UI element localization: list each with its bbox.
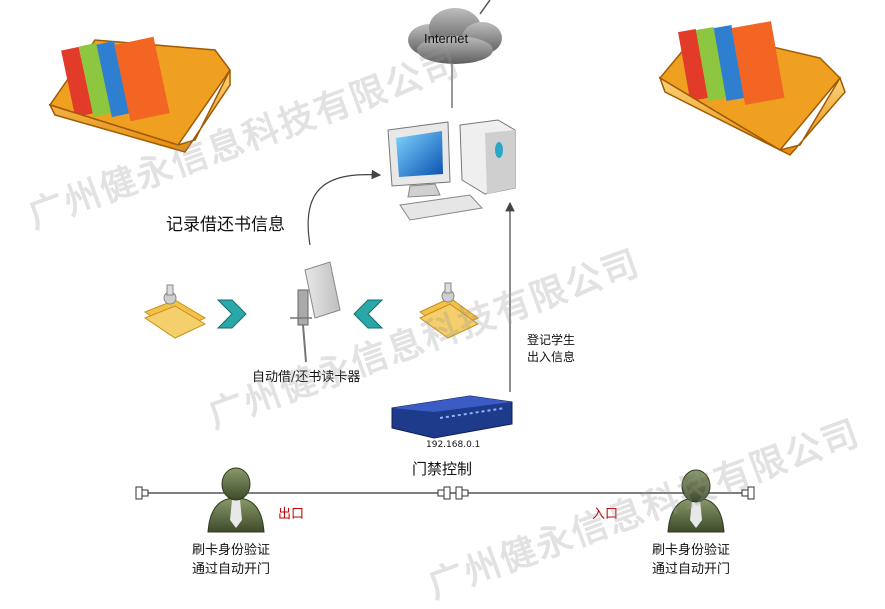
person-right-label-line1: 刷卡身份验证 xyxy=(652,543,731,558)
person-right-label-line2: 通过自动开门 xyxy=(652,562,731,577)
computer-icon xyxy=(387,119,516,221)
record-info-label: 记录借还书信息 xyxy=(166,215,285,235)
bookshelf-right-icon xyxy=(658,21,846,156)
register-label-line1: 登记学生 xyxy=(527,333,576,347)
person-left-icon xyxy=(207,467,265,533)
entrance-label: 入口 xyxy=(592,507,619,522)
access-controller-icon xyxy=(391,395,513,439)
access-control-label: 门禁控制 xyxy=(412,460,473,478)
books-left-icon xyxy=(143,284,207,339)
books-right-icon xyxy=(419,282,479,339)
arrow-left-icon xyxy=(353,299,384,329)
register-label-line2: 出入信息 xyxy=(527,350,576,364)
arrow-right-icon xyxy=(216,299,247,329)
internet-label: Internet xyxy=(424,31,468,46)
rfid-reader-icon xyxy=(290,261,341,363)
ip-label: 192.168.0.1 xyxy=(426,440,481,450)
record-arrow xyxy=(307,169,382,246)
internet-cloud-icon xyxy=(408,0,502,64)
person-right-icon xyxy=(667,469,725,533)
exit-label: 出口 xyxy=(278,507,305,522)
person-left-label-line2: 通过自动开门 xyxy=(192,562,271,577)
reader-label: 自动借/还书读卡器 xyxy=(252,370,361,385)
diagram-canvas: Internet xyxy=(48,0,846,533)
person-left-label-line1: 刷卡身份验证 xyxy=(192,543,271,558)
bookshelf-left-icon xyxy=(48,36,231,153)
